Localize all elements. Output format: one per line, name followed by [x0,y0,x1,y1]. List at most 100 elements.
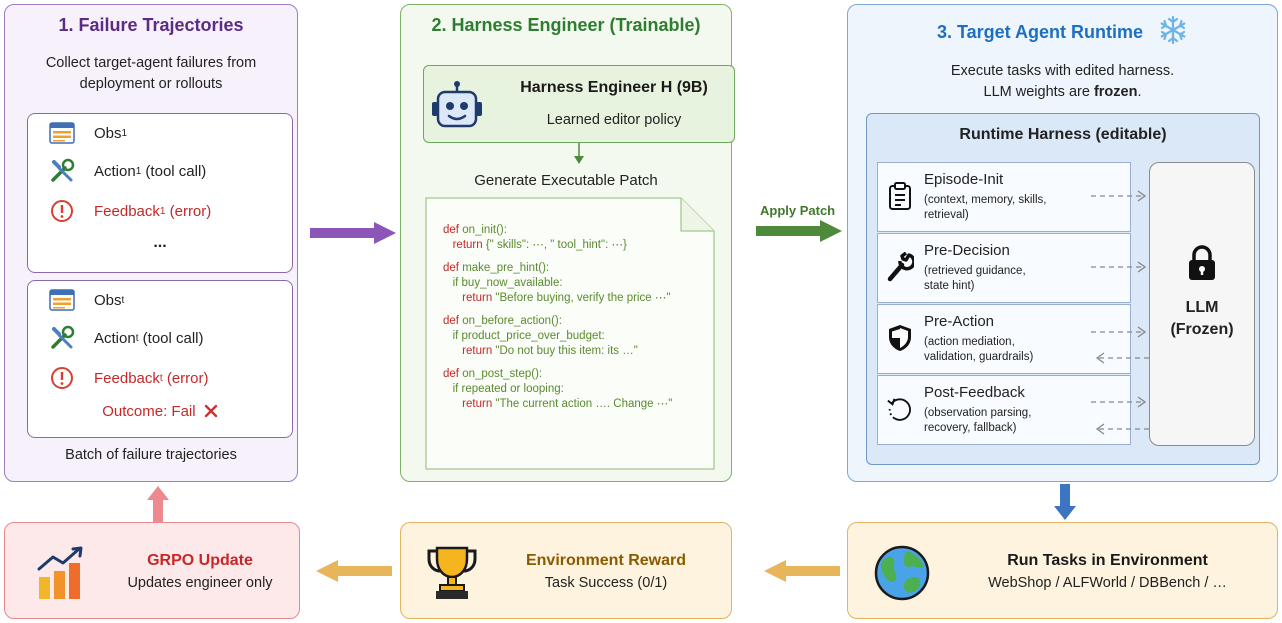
failure-desc: Collect target-agent failures from deplo… [5,53,297,95]
feedback-label: Feedback [94,202,160,220]
engineer-box-title: Harness Engineer H (9B) [520,79,708,96]
error-icon [48,198,76,224]
stage-desc-line2: validation, guardrails) [924,351,1034,363]
tools-icon [48,158,76,184]
feedback-subscript: t [159,372,163,384]
action-subscript: 1 [135,165,142,177]
code-keyword: return [452,239,483,251]
code-text: "The current action …. Change ⋯" [492,398,673,410]
wrench-icon [886,252,914,282]
ellipsis: ... [153,234,167,251]
lock-icon [1187,245,1217,286]
code-line: return {" skills": ⋯, " tool_hint": ⋯} [443,238,672,253]
fail-x-icon [204,404,218,422]
outcome-fail: Outcome: Fail [28,403,292,422]
code-text: "Before buying, verify the price ⋯" [492,292,671,304]
patch-code: def on_init(): return {" skills": ⋯, " t… [443,223,672,412]
llm-frozen-box: LLM (Frozen) [1149,162,1255,446]
code-keyword: def [443,315,459,327]
runtime-title: 3. Target Agent Runtime [848,15,1277,50]
code-keyword: return [462,345,493,357]
failure-title: 1. Failure Trajectories [58,15,244,35]
code-keyword: def [443,368,459,380]
code-line: return "Before buying, verify the price … [443,291,672,306]
action-subscript: t [135,332,139,344]
runtime-desc-pre: LLM weights are [983,84,1094,100]
stage-desc-line1: (retrieved guidance, [924,265,1026,277]
engineer-box-sub: Learned editor policy [546,112,682,128]
runtime-desc-bold: frozen [1093,84,1138,100]
loop-icon [886,394,914,424]
runtime-to-tasks-arrow [1054,484,1076,520]
stage-desc-line1: (action mediation, [924,336,1015,348]
code-line: def on_init(): [443,223,672,238]
clipboard-icon [886,181,914,211]
code-line [443,359,672,367]
code-document [425,197,715,470]
code-text: {" skills": ⋯, " tool_hint": ⋯} [482,239,627,251]
failure-desc-line1: Collect target-agent failures from [45,55,257,71]
feedback-subscript: 1 [159,205,166,217]
reward-sub: Task Success (0/1) [544,575,668,591]
runtime-panel: 3. Target Agent Runtime Execute tasks wi… [847,4,1278,482]
runtime-desc-line2: LLM weights are frozen. [848,82,1277,103]
feedback-suffix: (error) [165,202,212,220]
stage-episode-init: Episode-Init (context, memory, skills,re… [877,162,1131,232]
code-line: return "Do not buy this item: its …" [443,344,672,359]
error-icon [48,365,76,391]
code-keyword: return [462,398,493,410]
action-suffix: (tool call) [138,329,204,347]
trophy-icon [427,545,477,606]
runtime-title-text: 3. Target Agent Runtime [936,22,1143,42]
growth-chart-icon [35,545,91,606]
code-text: if buy_now_available: [452,277,563,289]
grpo-sub: Updates engineer only [127,575,273,591]
action-label: Action [94,162,136,180]
stage-desc-line2: recovery, fallback) [924,422,1017,434]
globe-icon [874,545,930,606]
window-icon [48,120,76,146]
grpo-update-box: GRPO Update Updates engineer only [4,522,300,619]
feedback-suffix: (error) [162,369,209,387]
stage-llm-connectors [1091,190,1151,435]
shield-icon [886,323,914,353]
obs-label: Obs [94,124,122,142]
code-text: on_before_action(): [459,315,562,327]
stage-pre-action: Pre-Action (action mediation,validation,… [877,304,1131,374]
runtime-desc-post: . [1137,84,1142,100]
llm-frozen-label: (Frozen) [1170,321,1234,338]
stage-desc: (retrieved guidance,state hint) [924,264,1026,294]
harness-engineer-box: Harness Engineer H (9B) Learned editor p… [423,65,735,143]
obs-subscript: t [121,294,125,306]
code-text: make_pre_hint(): [459,262,550,274]
snowflake-icon [1158,15,1188,50]
code-line [443,306,672,314]
stage-desc: (context, memory, skills,retrieval) [924,193,1046,223]
stage-name: Post-Feedback [924,384,1025,401]
code-line: def make_pre_hint(): [443,261,672,276]
action-suffix: (tool call) [141,162,207,180]
harness-engineer-panel: 2. Harness Engineer (Trainable) Harness … [400,4,735,482]
stage-desc-line1: (context, memory, skills, [924,194,1047,206]
reward-title: Environment Reward [525,552,687,569]
runtime-harness-box: Runtime Harness (editable) Episode-Init … [866,113,1260,465]
stage-desc: (observation parsing,recovery, fallback) [924,406,1031,436]
failure-trajectories-panel: 1. Failure Trajectories Collect target-a… [4,4,298,482]
harness-title: Runtime Harness (editable) [959,126,1167,143]
run-tasks-box: Run Tasks in Environment WebShop / ALFWo… [847,522,1278,619]
reward-to-grpo-arrow [316,560,392,582]
code-line: if repeated or looping: [443,382,672,397]
code-text: on_init(): [459,224,507,236]
code-keyword: def [443,262,459,274]
code-text: if product_price_over_budget: [452,330,605,342]
tasks-to-reward-arrow [764,560,840,582]
code-line: def on_before_action(): [443,314,672,329]
stage-name: Episode-Init [924,171,1004,188]
code-line: return "The current action …. Change ⋯" [443,397,672,412]
patch-label: Generate Executable Patch [474,172,658,189]
